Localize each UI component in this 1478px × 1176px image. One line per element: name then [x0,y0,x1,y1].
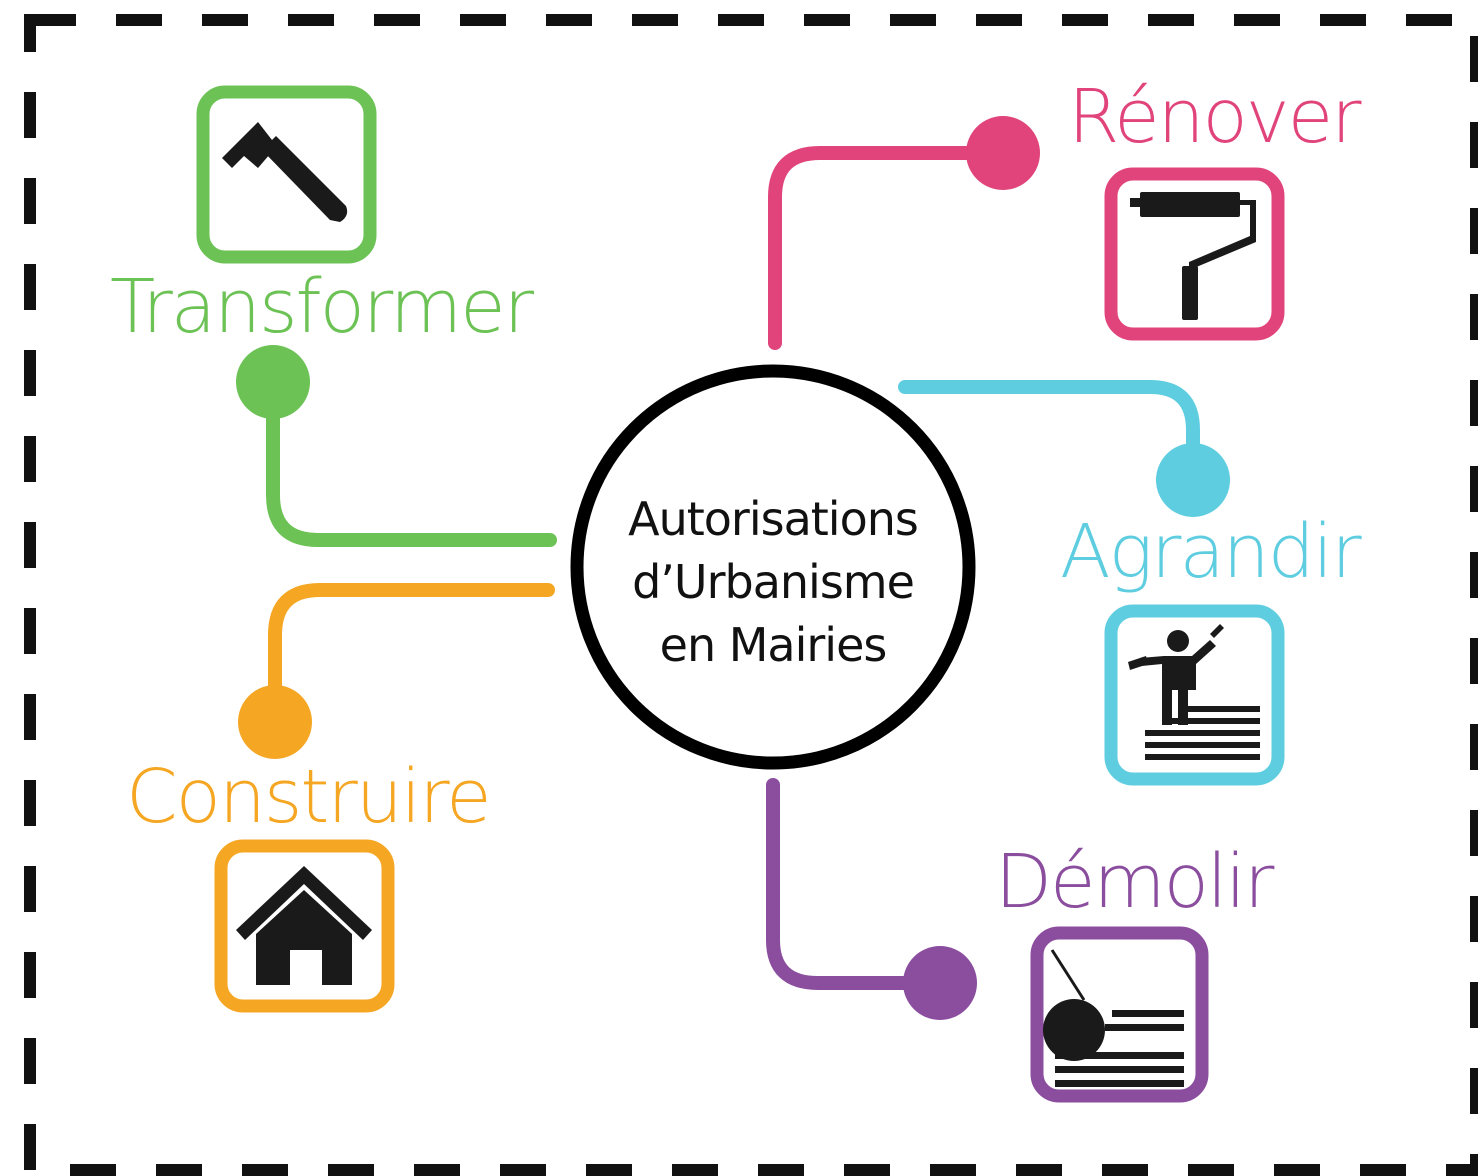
node-dot-construire [238,685,312,759]
node-dot-renover [966,116,1040,190]
center-title-line-1: Autorisations [628,492,919,546]
paint-roller-icon [1130,192,1256,320]
connector-transformer [266,375,557,547]
center-title-line-3: en Mairies [659,618,888,672]
node-dot-agrandir [1156,443,1230,517]
house-icon [236,866,372,985]
connector-demolir [766,778,942,990]
label-construire: Construire [126,754,492,840]
wrecking-ball-icon [1043,949,1184,1087]
icon-box-agrandir [1104,604,1285,786]
label-demolir: Démolir [995,839,1274,925]
connector-renover [768,146,1007,350]
label-agrandir: Agrandir [1060,509,1362,595]
center-circle [570,364,976,770]
node-dot-transformer [236,345,310,419]
connector-construire [268,583,555,729]
label-transformer: Transformer [110,264,534,350]
center-title-line-2: d’Urbanisme [632,555,915,609]
label-renover: Rénover [1068,74,1362,160]
node-dot-demolir [903,946,977,1020]
dashed-frame [24,14,1478,1176]
center-title: Autorisations d’Urbanisme en Mairies [585,488,961,677]
connector-agrandir [898,380,1200,487]
bricklayer-icon [1128,624,1260,760]
hammer-icon [222,122,348,222]
